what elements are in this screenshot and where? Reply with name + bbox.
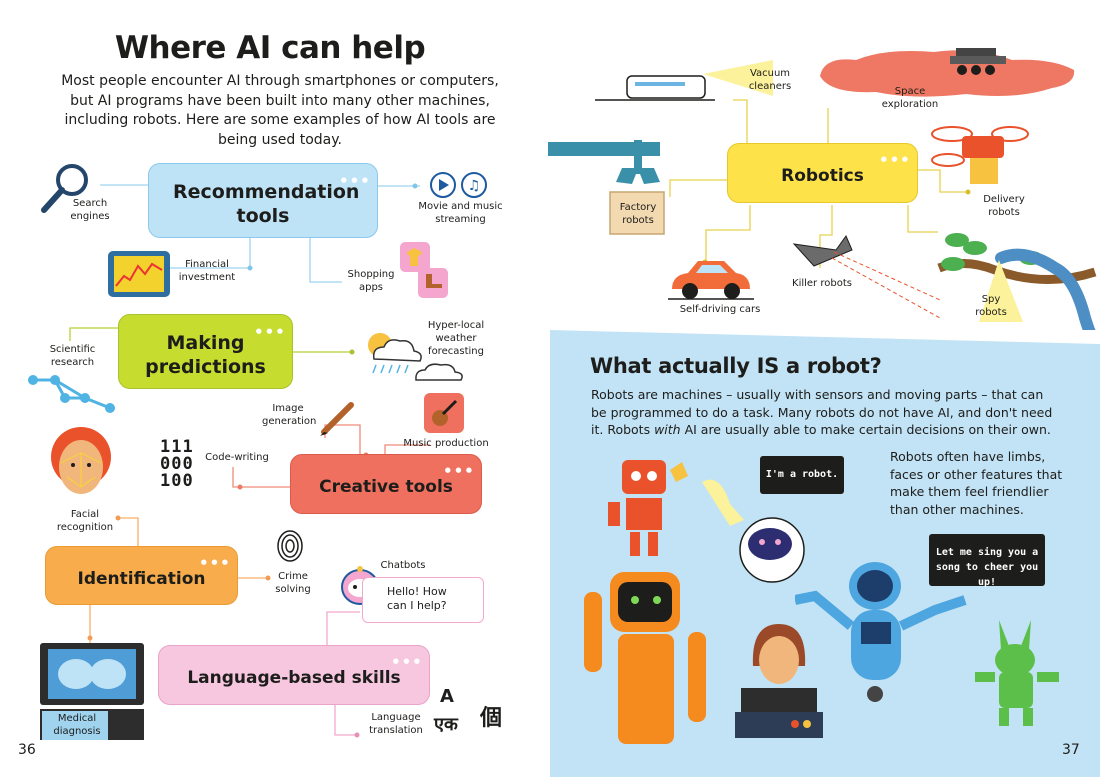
weather-label: Hyper-local weather forecasting bbox=[427, 320, 485, 357]
binary-code: 111 000 100 bbox=[160, 437, 194, 491]
robotics-bubble: ● ● ● Robotics bbox=[727, 143, 918, 203]
window-dots: ● ● ● bbox=[444, 466, 473, 474]
identification-bubble: ● ● ● Identification bbox=[45, 546, 238, 605]
mars-terrain bbox=[820, 48, 1075, 97]
recommendation-label: Recommendation tools bbox=[173, 180, 360, 227]
vacuum-icon bbox=[595, 60, 773, 101]
scientific-label: Scientific research bbox=[49, 344, 96, 368]
self-driving-car-icon bbox=[668, 261, 754, 300]
chatbots-label: Chatbots bbox=[380, 560, 426, 571]
devanagari-glyph: एक bbox=[434, 714, 458, 735]
molecule-icon bbox=[28, 375, 115, 413]
factory-label: Factory robots bbox=[619, 202, 657, 226]
spy-robot-snake-icon bbox=[937, 233, 1100, 348]
robotics-label: Robotics bbox=[781, 166, 864, 186]
vacuum-label: Vacuum cleaners bbox=[748, 68, 792, 92]
white-ball-robot-icon bbox=[702, 479, 805, 583]
guitar-icon bbox=[424, 393, 464, 433]
robot-section-top-edge bbox=[550, 330, 1100, 344]
image-gen-label: Image generation bbox=[262, 403, 317, 427]
movie-music-label: Movie and music streaming bbox=[418, 201, 503, 225]
translation-label: Language translation bbox=[369, 712, 423, 736]
language-label: Language-based skills bbox=[187, 668, 401, 688]
fingerprint-icon bbox=[277, 530, 303, 562]
music-prod-label: Music production bbox=[403, 438, 489, 449]
pencil-icon bbox=[320, 402, 354, 436]
woman-at-panel-icon bbox=[735, 624, 823, 738]
svg-text:♫: ♫ bbox=[468, 178, 481, 194]
killer-drone-icon bbox=[792, 234, 941, 319]
facial-label: Facial recognition bbox=[56, 509, 114, 533]
speech-bubble-im-a-robot: I'm a robot. bbox=[760, 456, 844, 494]
magnifier-icon bbox=[41, 164, 88, 213]
scanner-icon bbox=[40, 643, 144, 740]
predictions-bubble: ● ● ● Making predictions bbox=[118, 314, 293, 389]
weather-icon bbox=[368, 333, 422, 374]
delivery-label: Delivery robots bbox=[983, 194, 1025, 218]
code-writing-label: Code-writing bbox=[205, 452, 269, 463]
orange-robot-icon bbox=[584, 572, 706, 744]
face-icon bbox=[51, 427, 111, 494]
blue-robot-icon bbox=[795, 562, 967, 702]
stock-chart-icon bbox=[108, 251, 170, 297]
window-dots: ● ● ● bbox=[200, 558, 229, 566]
language-bubble: ● ● ● Language-based skills bbox=[158, 645, 430, 705]
red-robot-icon bbox=[608, 460, 688, 556]
search-engines-label: Search engines bbox=[70, 198, 110, 222]
creative-label: Creative tools bbox=[319, 477, 453, 497]
spy-label: Spy robots bbox=[975, 294, 1007, 318]
chinese-glyph: 個 bbox=[480, 706, 503, 731]
crime-label: Crime solving bbox=[275, 571, 311, 595]
latin-glyph: A bbox=[440, 686, 454, 707]
chat-message-box: Hello! How can I help? bbox=[362, 577, 484, 623]
window-dots: ● ● ● bbox=[340, 176, 369, 184]
financial-label: Financial investment bbox=[178, 259, 236, 283]
green-robot-icon bbox=[975, 620, 1059, 726]
intro-text: Most people encounter AI through smartph… bbox=[61, 73, 499, 148]
window-dots: ● ● ● bbox=[255, 327, 284, 335]
page-title: Where AI can help bbox=[114, 30, 426, 66]
space-label: Space exploration bbox=[881, 86, 939, 110]
cloud-icon bbox=[415, 363, 463, 381]
shopping-apps-icon bbox=[400, 242, 448, 298]
self-driving-label: Self-driving cars bbox=[679, 304, 761, 315]
robot-section-title: What actually IS a robot? bbox=[590, 354, 882, 378]
robot-section-aside: Robots often have limbs, faces or other … bbox=[890, 449, 1063, 517]
medical-label: Medical diagnosis bbox=[53, 713, 101, 737]
predictions-label: Making predictions bbox=[145, 331, 266, 378]
recommendation-bubble: ● ● ● Recommendation tools bbox=[148, 163, 378, 238]
killer-label: Killer robots bbox=[792, 278, 852, 289]
media-icons: ♫ bbox=[430, 172, 487, 198]
factory-robot-icon bbox=[548, 140, 665, 235]
delivery-drone-icon bbox=[931, 126, 1029, 184]
window-dots: ● ● ● bbox=[880, 155, 909, 163]
chat-message: Hello! How can I help? bbox=[387, 585, 447, 612]
window-dots: ● ● ● bbox=[392, 657, 421, 665]
page-number-left: 36 bbox=[18, 742, 36, 758]
speech-bubble-sing: Let me sing you a song to cheer you up! bbox=[929, 534, 1045, 588]
creative-bubble: ● ● ● Creative tools bbox=[290, 454, 482, 514]
shopping-label: Shopping apps bbox=[347, 269, 395, 293]
robot-section-text: Robots are machines – usually with senso… bbox=[591, 387, 1053, 437]
page-number-right: 37 bbox=[1062, 742, 1080, 758]
identification-label: Identification bbox=[77, 568, 206, 589]
